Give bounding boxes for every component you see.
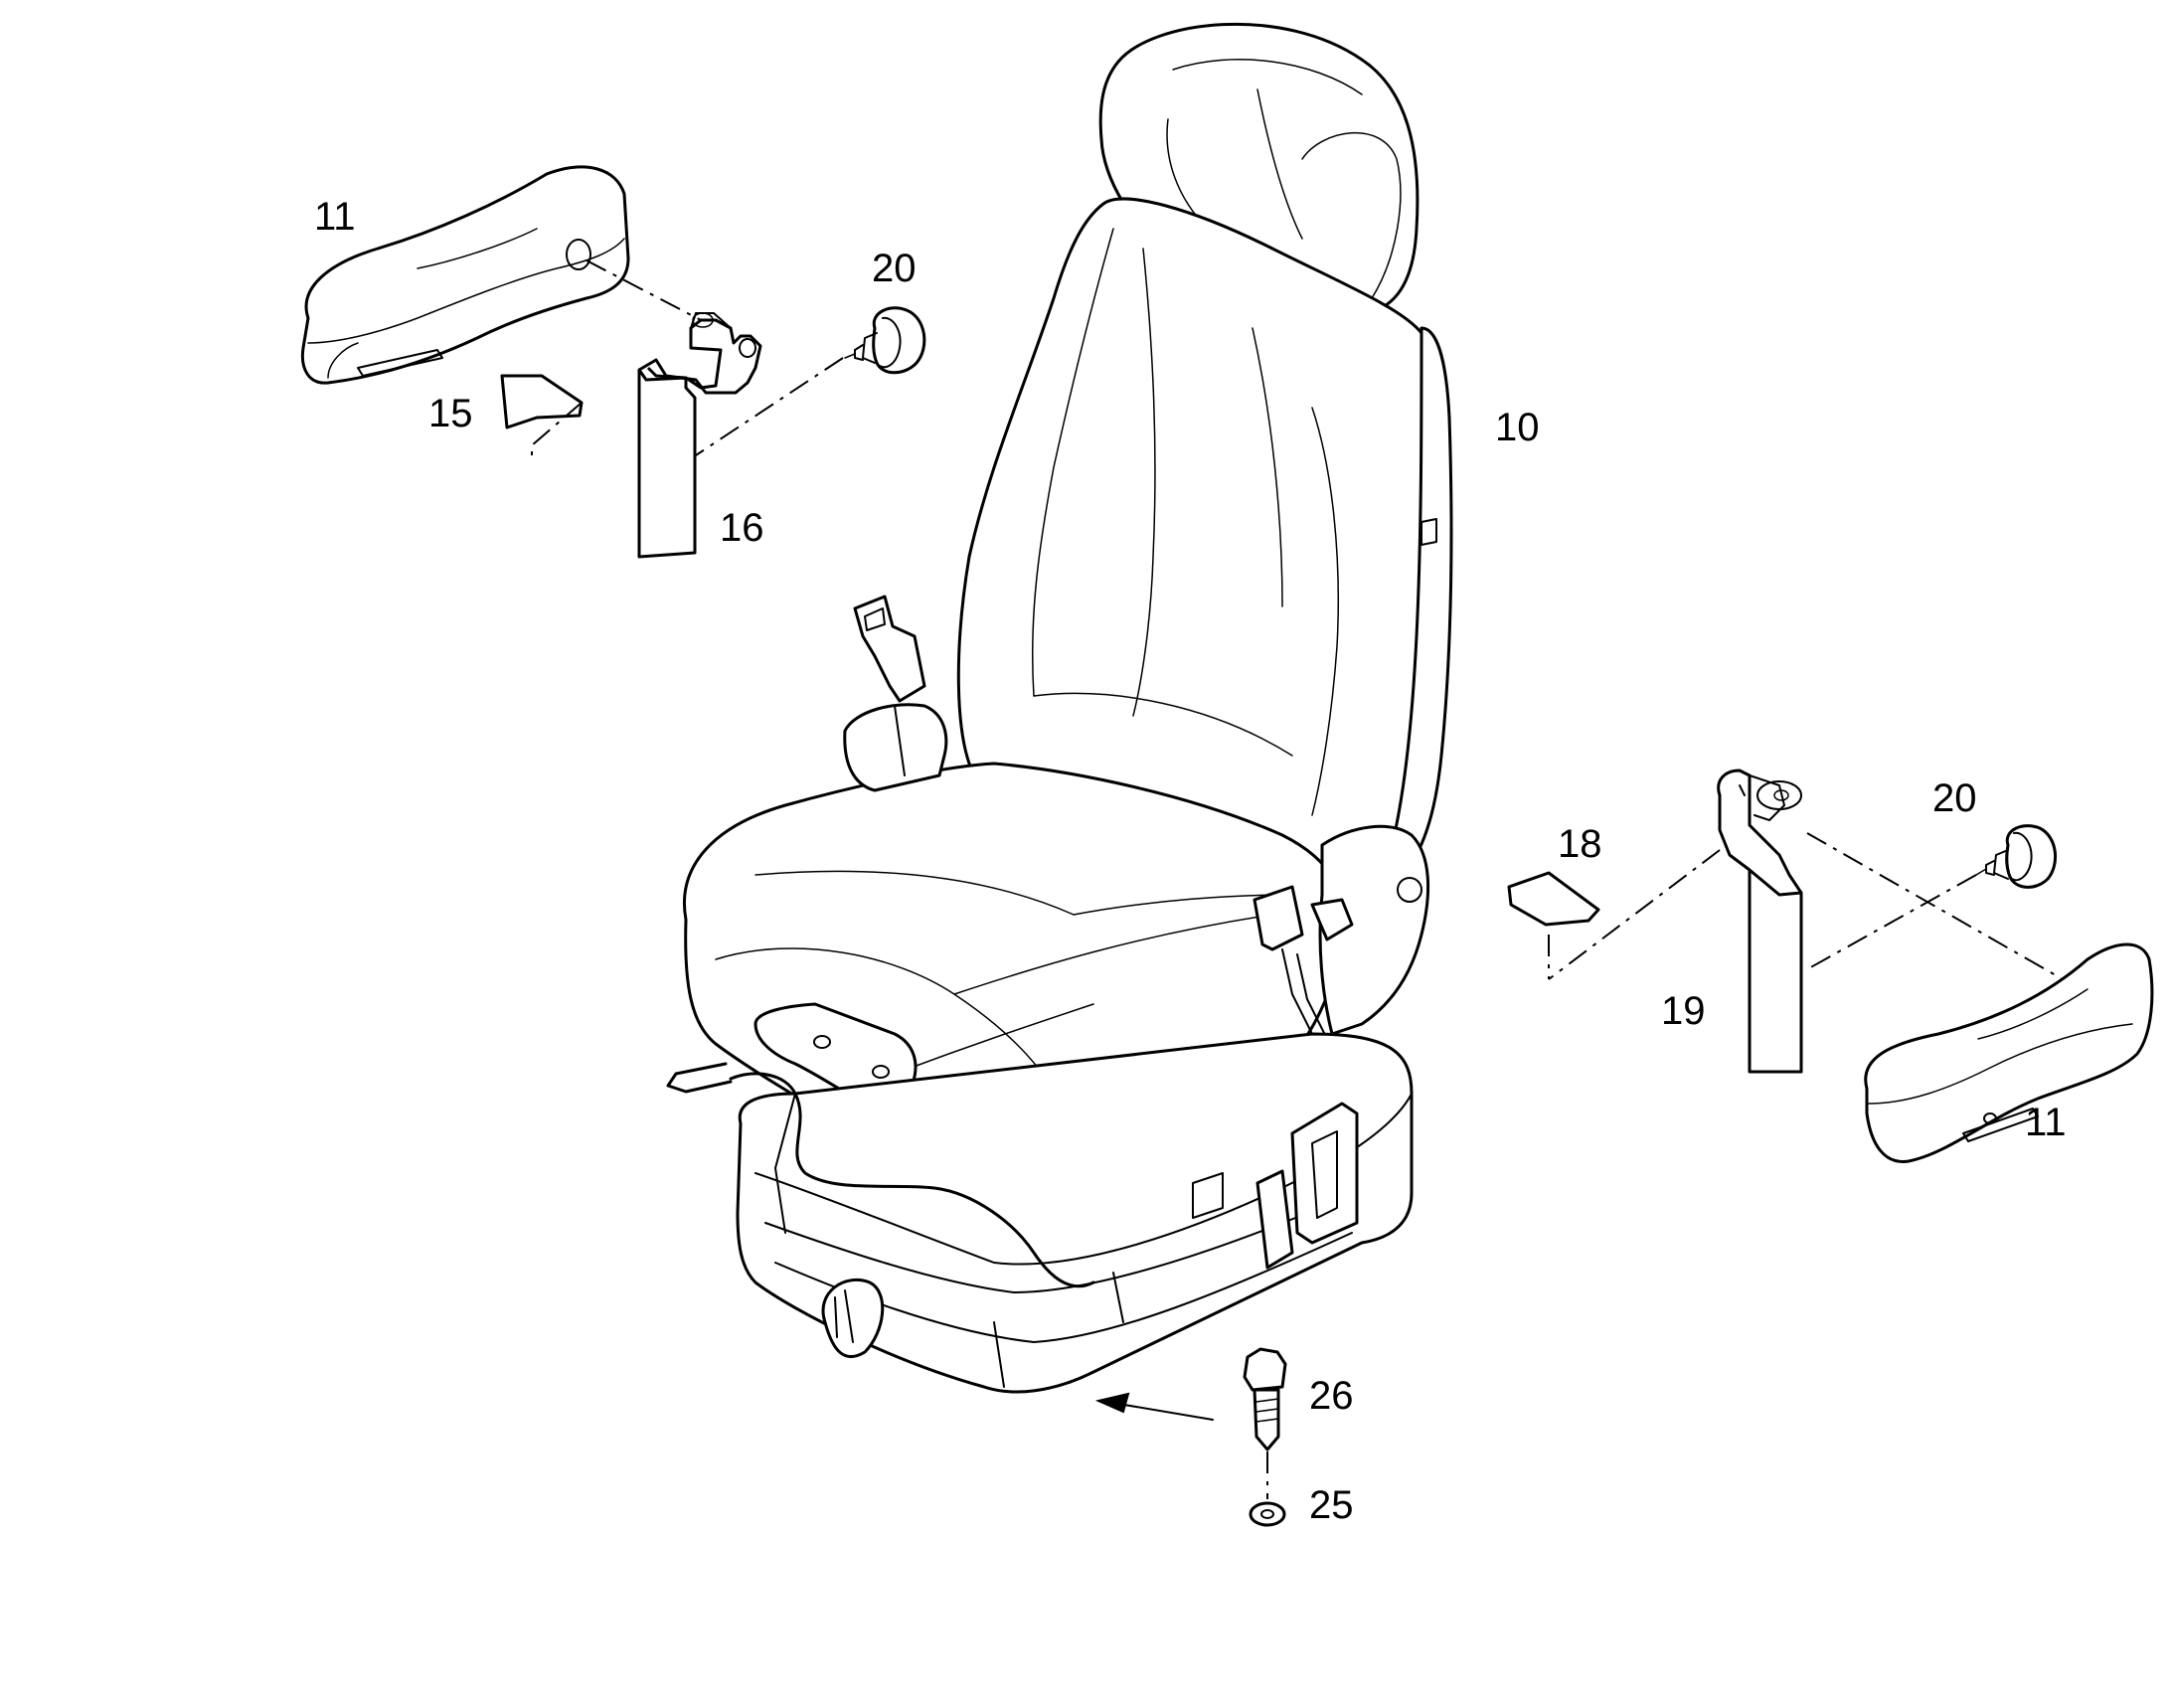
callout-cover-right: 18 [1558, 822, 1602, 866]
callout-armrest-left: 11 [314, 195, 356, 239]
bracket-left [637, 312, 762, 559]
bolt [1243, 1347, 1287, 1452]
callout-bolt: 26 [1309, 1374, 1354, 1418]
assembly-lines-right [1548, 832, 2064, 980]
callout-armrest-right: 11 [2025, 1101, 2067, 1144]
armrest-left [300, 165, 630, 385]
washer [1249, 1501, 1286, 1527]
callout-washer: 25 [1309, 1483, 1354, 1527]
callout-knob-right: 20 [1932, 776, 1977, 820]
callout-cover-left: 15 [428, 392, 473, 435]
mounting-arrow [1094, 1392, 1214, 1421]
callout-seat: 10 [1495, 406, 1540, 449]
assembly-lines-left [531, 259, 844, 456]
bracket-right [1717, 769, 1803, 1074]
armrest-right [1864, 942, 2154, 1163]
cover-right [1507, 871, 1600, 927]
knob-left [844, 306, 926, 375]
cover-left [500, 374, 584, 429]
callout-bracket-left: 16 [720, 506, 764, 550]
knob-right [1975, 824, 2058, 889]
seat-assembly [666, 22, 1453, 1394]
callout-knob-left: 20 [872, 247, 917, 290]
callout-bracket-right: 19 [1661, 989, 1706, 1033]
